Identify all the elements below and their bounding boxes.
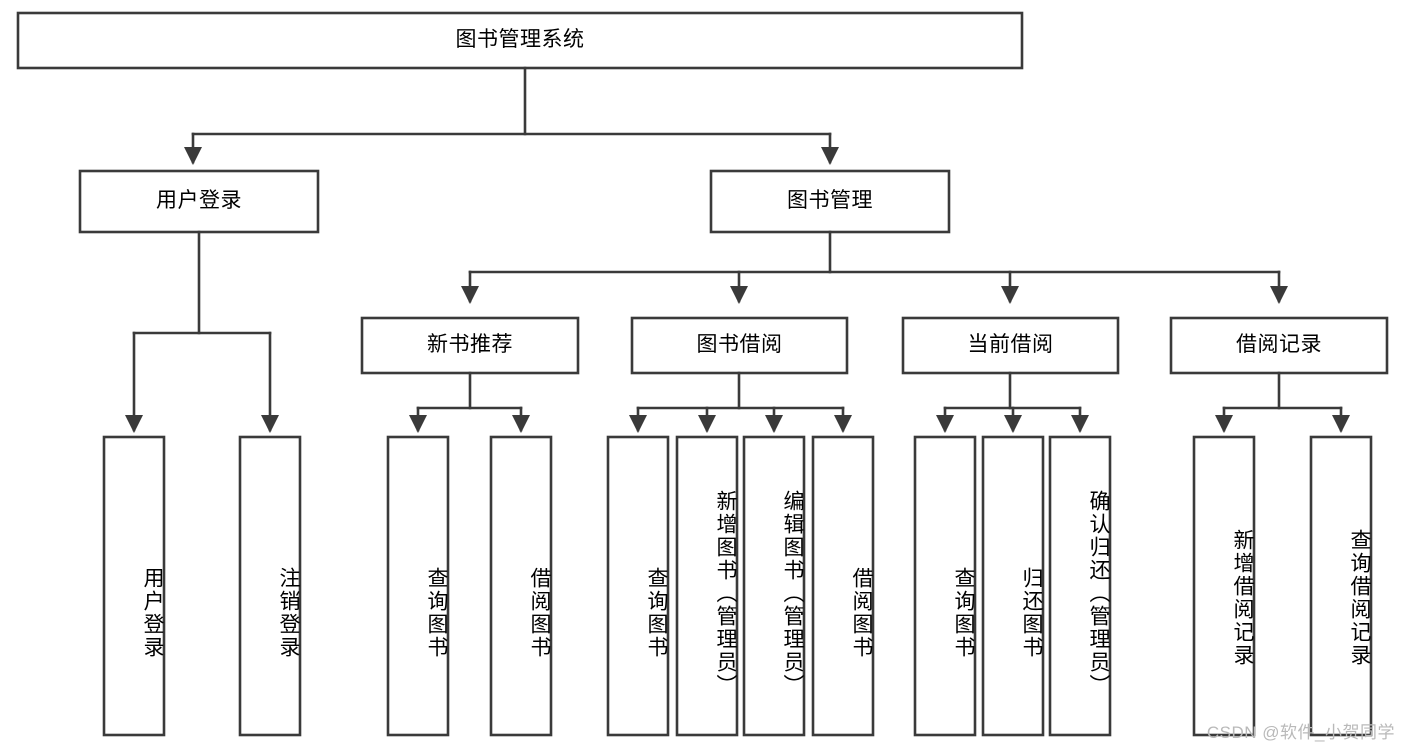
node-user-login[interactable]: [78, 169, 320, 234]
node-leaf-query-borrow-record[interactable]: [1309, 435, 1373, 737]
node-leaf-return-book[interactable]: [981, 435, 1045, 737]
node-leaf-borrow-book-recommend[interactable]: [489, 435, 553, 737]
node-leaf-query-book-current[interactable]: [913, 435, 977, 737]
node-leaf-confirm-return-admin[interactable]: [1048, 435, 1112, 737]
node-book-management[interactable]: [709, 169, 951, 234]
node-root-book-management-system[interactable]: [16, 11, 1024, 70]
node-leaf-query-book-recommend[interactable]: [386, 435, 450, 737]
node-leaf-logout[interactable]: [238, 435, 302, 737]
node-leaf-edit-book-admin[interactable]: [742, 435, 806, 737]
node-leaf-user-login[interactable]: [102, 435, 166, 737]
node-leaf-query-book-borrow[interactable]: [606, 435, 670, 737]
node-book-borrow[interactable]: [630, 316, 849, 375]
node-current-borrow[interactable]: [901, 316, 1120, 375]
node-leaf-borrow-book[interactable]: [811, 435, 875, 737]
node-leaf-add-borrow-record[interactable]: [1192, 435, 1256, 737]
node-leaf-add-book-admin[interactable]: [675, 435, 739, 737]
node-new-book-recommend[interactable]: [360, 316, 580, 375]
node-borrow-records[interactable]: [1169, 316, 1389, 375]
